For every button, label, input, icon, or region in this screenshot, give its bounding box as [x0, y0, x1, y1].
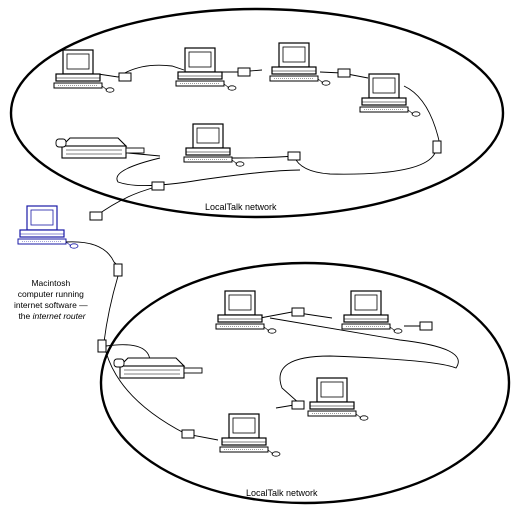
router-caption-line1: Macintosh	[31, 278, 70, 288]
macintosh-computer-icon	[183, 123, 245, 167]
macintosh-computer-icon	[53, 49, 115, 93]
connector-box	[291, 307, 305, 317]
connector-box	[97, 339, 107, 353]
macintosh-computer-icon	[359, 73, 421, 117]
internet-router: Macintosh computer running internet soft…	[14, 205, 123, 343]
top-network: LocalTalk network	[9, 7, 505, 219]
connector-box	[287, 151, 301, 161]
laser-printer-icon	[113, 357, 203, 379]
connector-box	[181, 429, 195, 439]
connector-box	[419, 321, 433, 331]
laser-printer-icon	[55, 137, 145, 159]
top-network-boundary	[9, 7, 505, 219]
macintosh-computer-icon	[307, 377, 369, 421]
macintosh-computer-icon	[341, 290, 403, 334]
bottom-network-boundary	[99, 261, 511, 505]
connector-box	[237, 67, 251, 77]
bottom-network: LocalTalk network	[97, 261, 511, 505]
router-caption-line2: computer running	[18, 289, 84, 299]
router-caption-line3: internet software —	[14, 300, 88, 310]
connector-box	[337, 68, 351, 78]
connector-box	[432, 140, 442, 154]
router-caption: Macintosh computer running internet soft…	[14, 278, 90, 321]
router-caption-prefix: the	[18, 311, 32, 321]
connector-box	[118, 72, 132, 82]
connector-box	[291, 400, 305, 410]
router-cable	[65, 241, 119, 267]
connector-box	[113, 263, 123, 277]
macintosh-computer-icon	[269, 42, 331, 86]
macintosh-computer-icon	[175, 47, 237, 91]
router-caption-line4: the internet router	[18, 311, 86, 321]
macintosh-computer-icon	[219, 413, 281, 457]
bottom-network-label: LocalTalk network	[246, 488, 318, 498]
macintosh-computer-icon	[215, 290, 277, 334]
router-cable	[103, 275, 119, 343]
router-caption-emphasis: internet router	[33, 311, 87, 321]
connector-box	[151, 181, 165, 191]
top-network-label: LocalTalk network	[205, 202, 277, 212]
connector-box	[89, 211, 103, 221]
